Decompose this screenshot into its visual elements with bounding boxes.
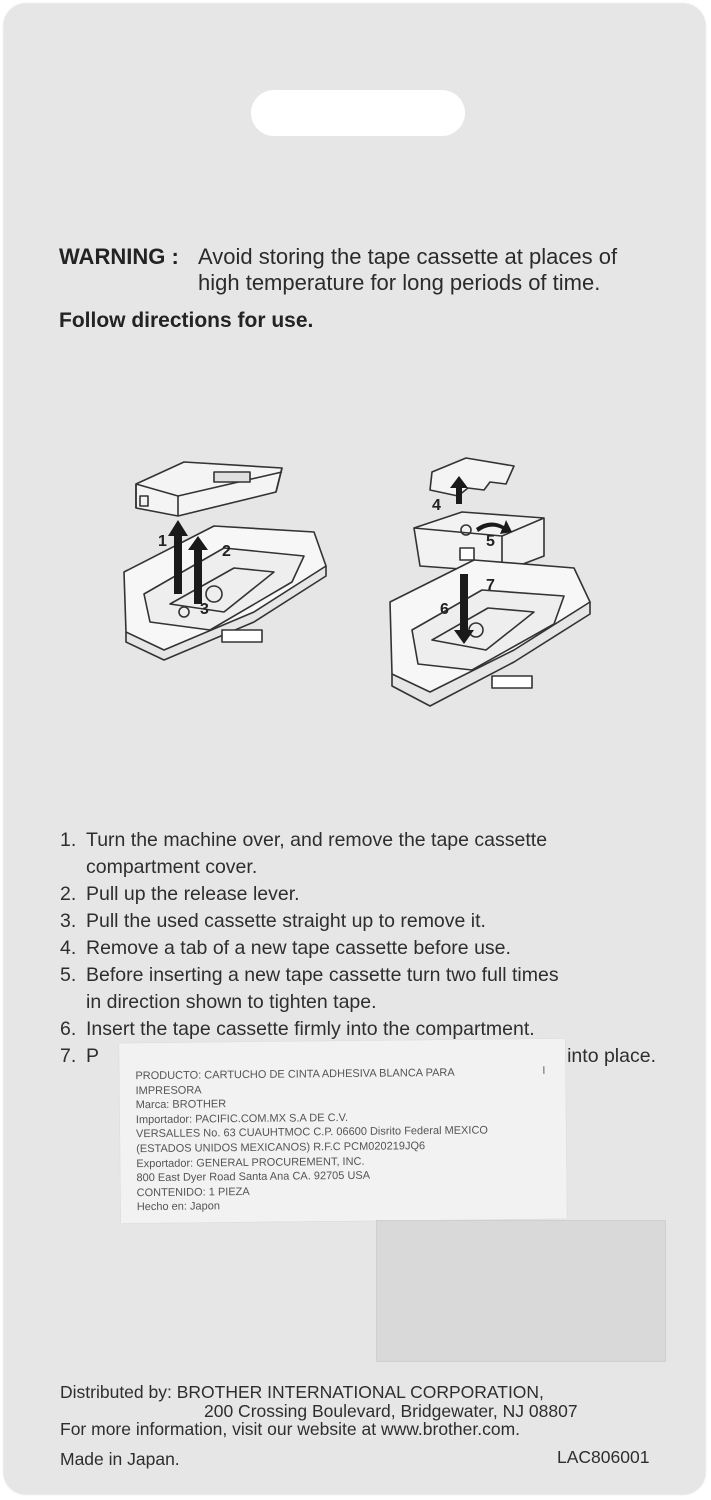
step-number: 1. <box>60 829 77 851</box>
step-arrows <box>168 476 512 644</box>
step-number: 3. <box>60 910 77 932</box>
step-3: 3. Pull the used cassette straight up to… <box>60 908 690 935</box>
step-7-tail: into place. <box>567 1045 656 1067</box>
step-number: 5. <box>60 964 77 986</box>
sticker-line: Hecho en: Japon <box>136 1200 221 1214</box>
distributor-info: Distributed by: BROTHER INTERNATIONAL CO… <box>60 1383 680 1439</box>
step-text-cont: compartment cover. <box>86 856 258 878</box>
step-2: 2. Pull up the release lever. <box>60 881 690 908</box>
step-text: P <box>86 1045 100 1067</box>
distributor-website: For more information, visit our website … <box>60 1419 521 1439</box>
product-code: LAC806001 <box>557 1447 650 1467</box>
package-back-card: WARNING : Avoid storing the tape cassett… <box>4 4 705 1494</box>
step-number: 6. <box>60 1018 77 1040</box>
compartment-cover-drawing <box>135 461 283 517</box>
step-text: Remove a tab of a new tape cassette befo… <box>86 937 511 959</box>
diagram-label-4: 4 <box>432 497 441 514</box>
step-text: Pull the used cassette straight up to re… <box>86 910 486 932</box>
diagram-label-6: 6 <box>440 601 449 618</box>
step-text: Turn the machine over, and remove the ta… <box>86 829 548 851</box>
step-text: Before inserting a new tape cassette tur… <box>86 964 559 986</box>
diagram-label-3: 3 <box>200 601 209 618</box>
step-numbers: 1 2 3 4 5 6 7 <box>158 497 495 618</box>
step-1: 1. Turn the machine over, and remove the… <box>60 827 690 881</box>
diagram-label-7: 7 <box>486 577 495 594</box>
follow-directions: Follow directions for use. <box>59 309 314 332</box>
diagram-label-2: 2 <box>222 543 231 560</box>
blank-label-area <box>376 1220 666 1362</box>
warning-label: WARNING : <box>59 244 179 269</box>
diagram-label-5: 5 <box>486 533 495 550</box>
tape-tab-drawing <box>429 457 515 497</box>
warning-line-1: Avoid storing the tape cassette at place… <box>198 244 618 269</box>
step-number: 4. <box>60 937 77 959</box>
label-machine-right-drawing <box>389 559 591 707</box>
step-6: 6. Insert the tape cassette firmly into … <box>60 1016 690 1043</box>
hang-hole <box>251 90 465 136</box>
cassette-replacement-illustration: 1 2 3 4 5 6 7 <box>123 457 591 707</box>
distributor-line-1: Distributed by: BROTHER INTERNATIONAL CO… <box>60 1382 544 1402</box>
step-7: 7. P into place. <box>60 1043 690 1070</box>
step-5: 5. Before inserting a new tape cassette … <box>60 962 690 1016</box>
distributor-address: 200 Crossing Boulevard, Bridgewater, NJ … <box>204 1400 578 1421</box>
step-text: Pull up the release lever. <box>86 883 300 905</box>
sticker-text: PRODUCTO: CARTUCHO DE CINTA ADHESIVA BLA… <box>135 1065 488 1215</box>
step-4: 4. Remove a tab of a new tape cassette b… <box>60 935 690 962</box>
step-text-cont: in direction shown to tighten tape. <box>86 991 377 1013</box>
sticker-mark: I <box>542 1064 546 1077</box>
step-text: Insert the tape cassette firmly into the… <box>86 1018 535 1040</box>
made-in: Made in Japan. <box>60 1449 180 1469</box>
step-number: 2. <box>60 883 77 905</box>
step-number: 7. <box>60 1045 77 1067</box>
diagram-label-1: 1 <box>158 533 167 550</box>
warning-text: Avoid storing the tape cassette at place… <box>198 244 688 296</box>
instruction-steps: 1. Turn the machine over, and remove the… <box>60 827 690 1070</box>
import-sticker: I PRODUCTO: CARTUCHO DE CINTA ADHESIVA B… <box>119 1038 567 1224</box>
warning-line-2: high temperature for long periods of tim… <box>198 270 601 295</box>
